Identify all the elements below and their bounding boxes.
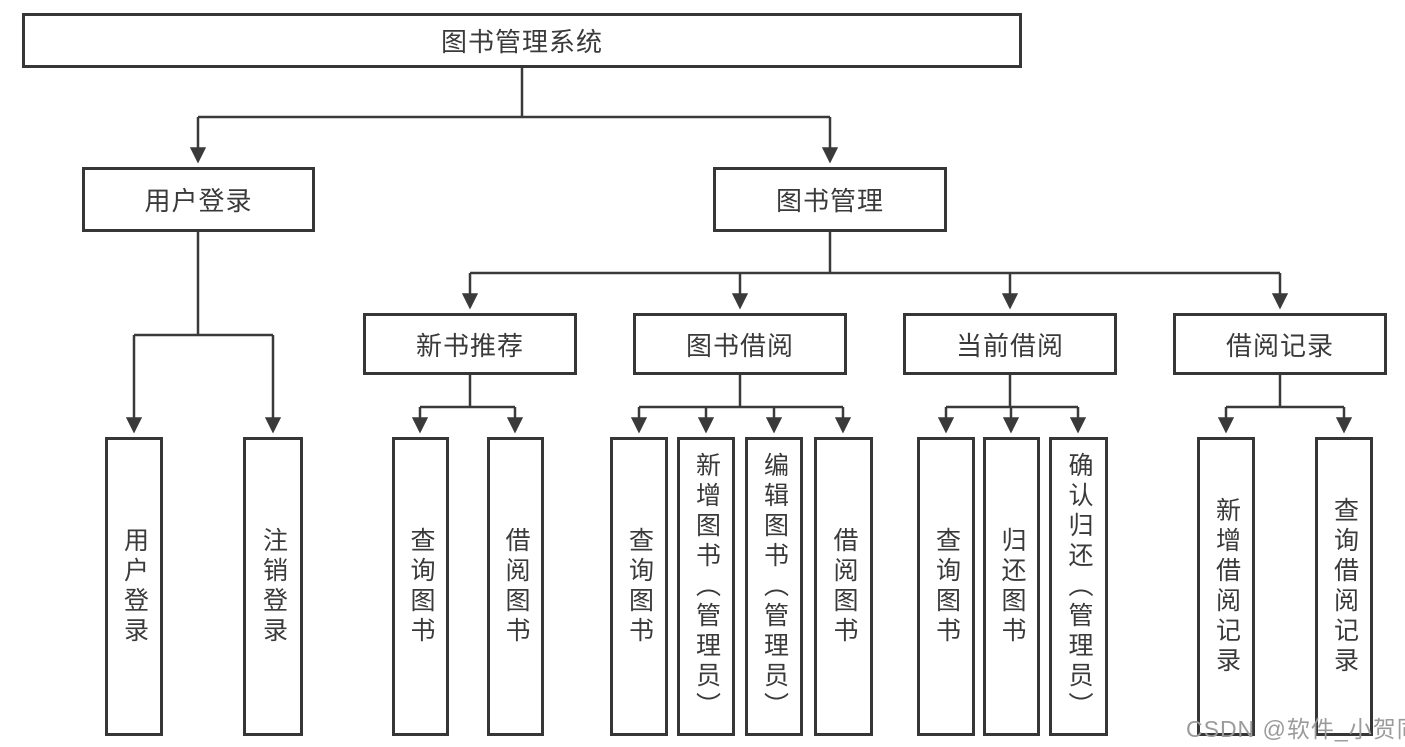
leaf-bb-borrow-books: 借阅图书 [814,437,873,736]
node-new-book-recommend-label: 新书推荐 [415,330,524,361]
leaf-bb-query-books: 查询图书 [610,437,668,736]
leaf-br-add-record-label: 新增借阅记录 [1212,496,1241,677]
node-book-borrow-label: 图书借阅 [685,330,794,361]
leaf-user-login-label: 用户登录 [120,526,149,647]
leaf-cb-return-books-label: 归还图书 [998,526,1026,647]
leaf-nbr-query-books-label: 查询图书 [407,526,435,647]
leaf-bb-edit-books-admin: 编辑图书（管理员） [745,437,803,736]
node-user-login-label: 用户登录 [144,186,253,216]
leaf-br-query-record: 查询借阅记录 [1315,437,1373,736]
leaf-cb-return-books: 归还图书 [983,437,1040,736]
node-borrow-records: 借阅记录 [1173,313,1387,375]
leaf-nbr-query-books: 查询图书 [392,437,449,736]
leaf-br-add-record: 新增借阅记录 [1197,437,1255,736]
leaf-bb-edit-books-admin-label: 编辑图书（管理员） [760,451,789,722]
node-root: 图书管理系统 [22,13,1022,68]
leaf-nbr-borrow-books-label: 借阅图书 [502,526,530,647]
leaf-cb-query-books: 查询图书 [917,437,975,736]
leaf-cb-query-books-label: 查询图书 [932,526,961,647]
csdn-watermark: CSDN @软件_小贺同学 [1186,716,1405,742]
leaf-bb-add-books-admin-label: 新增图书（管理员） [692,451,721,722]
leaf-nbr-borrow-books: 借阅图书 [487,437,544,736]
node-book-borrow: 图书借阅 [633,313,847,375]
leaf-br-query-record-label: 查询借阅记录 [1330,496,1359,677]
leaf-bb-query-books-label: 查询图书 [625,526,654,647]
node-user-login: 用户登录 [82,167,315,232]
leaf-logout-label: 注销登录 [259,526,288,647]
leaf-bb-add-books-admin: 新增图书（管理员） [677,437,735,736]
node-current-borrow: 当前借阅 [903,313,1117,375]
leaf-logout: 注销登录 [243,437,303,736]
node-new-book-recommend: 新书推荐 [363,313,577,375]
node-current-borrow-label: 当前借阅 [955,330,1064,361]
leaf-bb-borrow-books-label: 借阅图书 [830,526,858,647]
node-borrow-records-label: 借阅记录 [1225,330,1334,361]
leaf-cb-confirm-return-admin-label: 确认归还（管理员） [1065,451,1093,722]
leaf-cb-confirm-return-admin: 确认归还（管理员） [1049,437,1108,736]
node-book-management: 图书管理 [713,167,947,232]
leaf-user-login: 用户登录 [105,437,163,736]
node-book-management-label: 图书管理 [775,186,884,216]
node-root-label: 图书管理系统 [440,27,603,57]
